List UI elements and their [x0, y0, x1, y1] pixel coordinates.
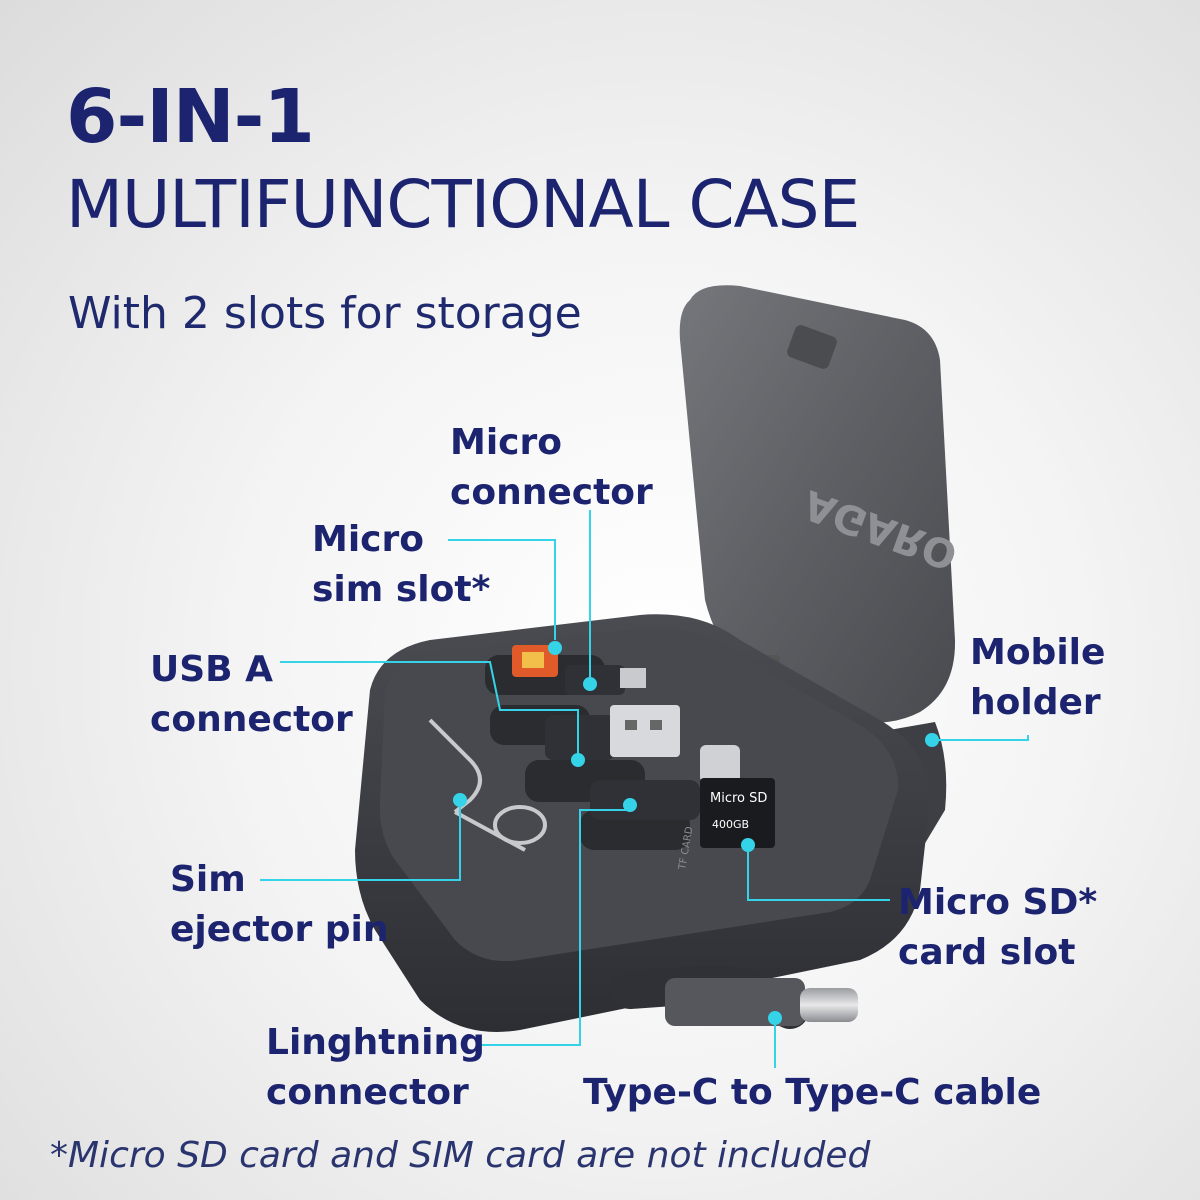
case-body: Micro SD 400GB TF CARD: [355, 614, 930, 1032]
callout-type-c-cable: Type-C to Type-C cable: [583, 1072, 1042, 1113]
tagline: With 2 slots for storage: [68, 288, 582, 339]
callout-lines: [260, 510, 1029, 1068]
ejector-pin: [428, 718, 482, 814]
usb-a-plug: [610, 705, 680, 757]
case-lid: AGARO: [679, 285, 963, 723]
svg-text:Micro SD: Micro SD: [710, 791, 767, 806]
callout-dots: [453, 641, 939, 1025]
micro-sd-card: [700, 778, 775, 848]
subheadline: MULTIFUNCTIONAL CASE: [66, 166, 860, 243]
headline: 6-IN-1: [66, 74, 315, 160]
type-c-cable: [611, 965, 858, 1029]
callout-micro-sd-slot: Micro SD*card slot: [898, 882, 1098, 973]
footnote: *Micro SD card and SIM card are not incl…: [50, 1135, 871, 1176]
svg-text:400GB: 400GB: [712, 818, 749, 831]
